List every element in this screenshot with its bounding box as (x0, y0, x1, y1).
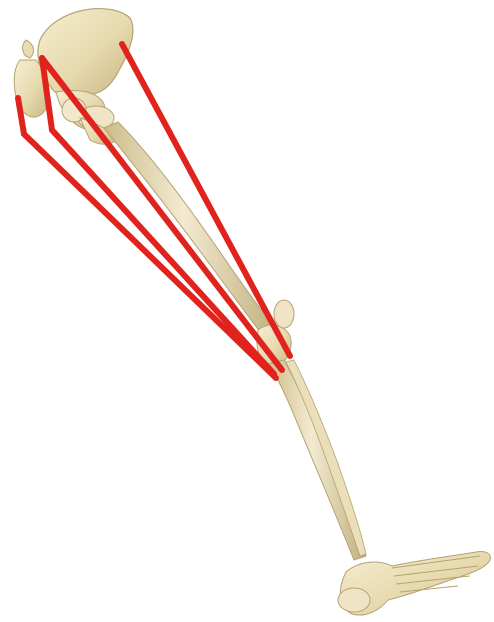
muscle-line-2 (42, 58, 282, 370)
lower-leg-bones (268, 360, 366, 560)
foot (338, 551, 490, 615)
